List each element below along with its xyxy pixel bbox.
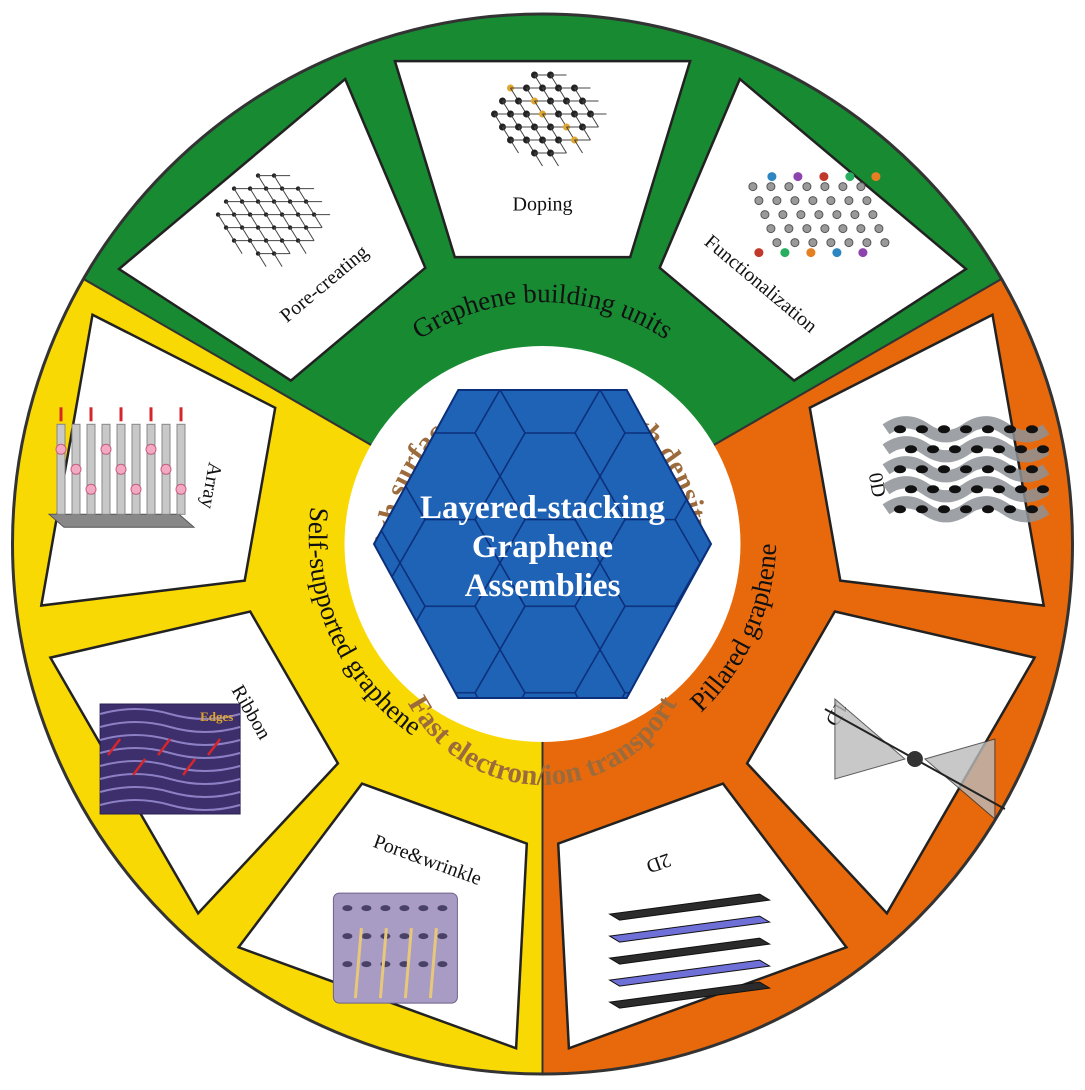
panel-functionalization: Functionalization — [658, 77, 969, 383]
ribbon-edges-annotation: Edges — [200, 709, 233, 724]
center-hexagon: Layered-stacking Graphene Assemblies — [372, 389, 713, 699]
panel-pillar-0d: 0D — [808, 312, 1050, 607]
panel-array: Array — [39, 312, 277, 607]
panel-pillar-2d: 2D — [556, 782, 849, 1051]
functional-groups-icon — [748, 172, 890, 258]
panel-frame-doping — [393, 59, 692, 259]
doped-lattice-icon — [491, 71, 607, 167]
center-title-line-1: Layered-stacking — [420, 490, 666, 526]
panel-frame-functionalization — [658, 77, 969, 383]
panel-pore-wrinkle: Pore&wrinkle — [236, 782, 529, 1051]
nanotube-cones-icon — [824, 697, 1006, 821]
ribbon-network-icon: Edges — [99, 703, 241, 815]
panel-pore-creating: Pore-creating — [116, 77, 427, 383]
panel-pillar-1d: 1D — [745, 610, 1037, 916]
porous-block-icon — [332, 892, 458, 1004]
lattice-pores-icon — [215, 173, 331, 267]
panel-label-doping: Doping — [513, 194, 573, 216]
wavy-sheets-dots-icon — [882, 416, 1050, 523]
stacked-sheets-icon — [608, 893, 772, 1009]
outer-rim — [11, 12, 1074, 1076]
center-title-line-2: Graphene — [472, 529, 613, 565]
panel-frame-pillar-0d — [808, 312, 1046, 607]
panel-ring: Pore-creating Doping Functionalization0D1D… — [39, 59, 1050, 1051]
vertical-array-icon — [47, 407, 196, 528]
panel-frame-pore-creating — [116, 77, 427, 383]
panel-doping: Doping — [393, 59, 692, 259]
panel-frame-array — [39, 312, 277, 607]
center-title-line-3: Assemblies — [465, 568, 621, 604]
